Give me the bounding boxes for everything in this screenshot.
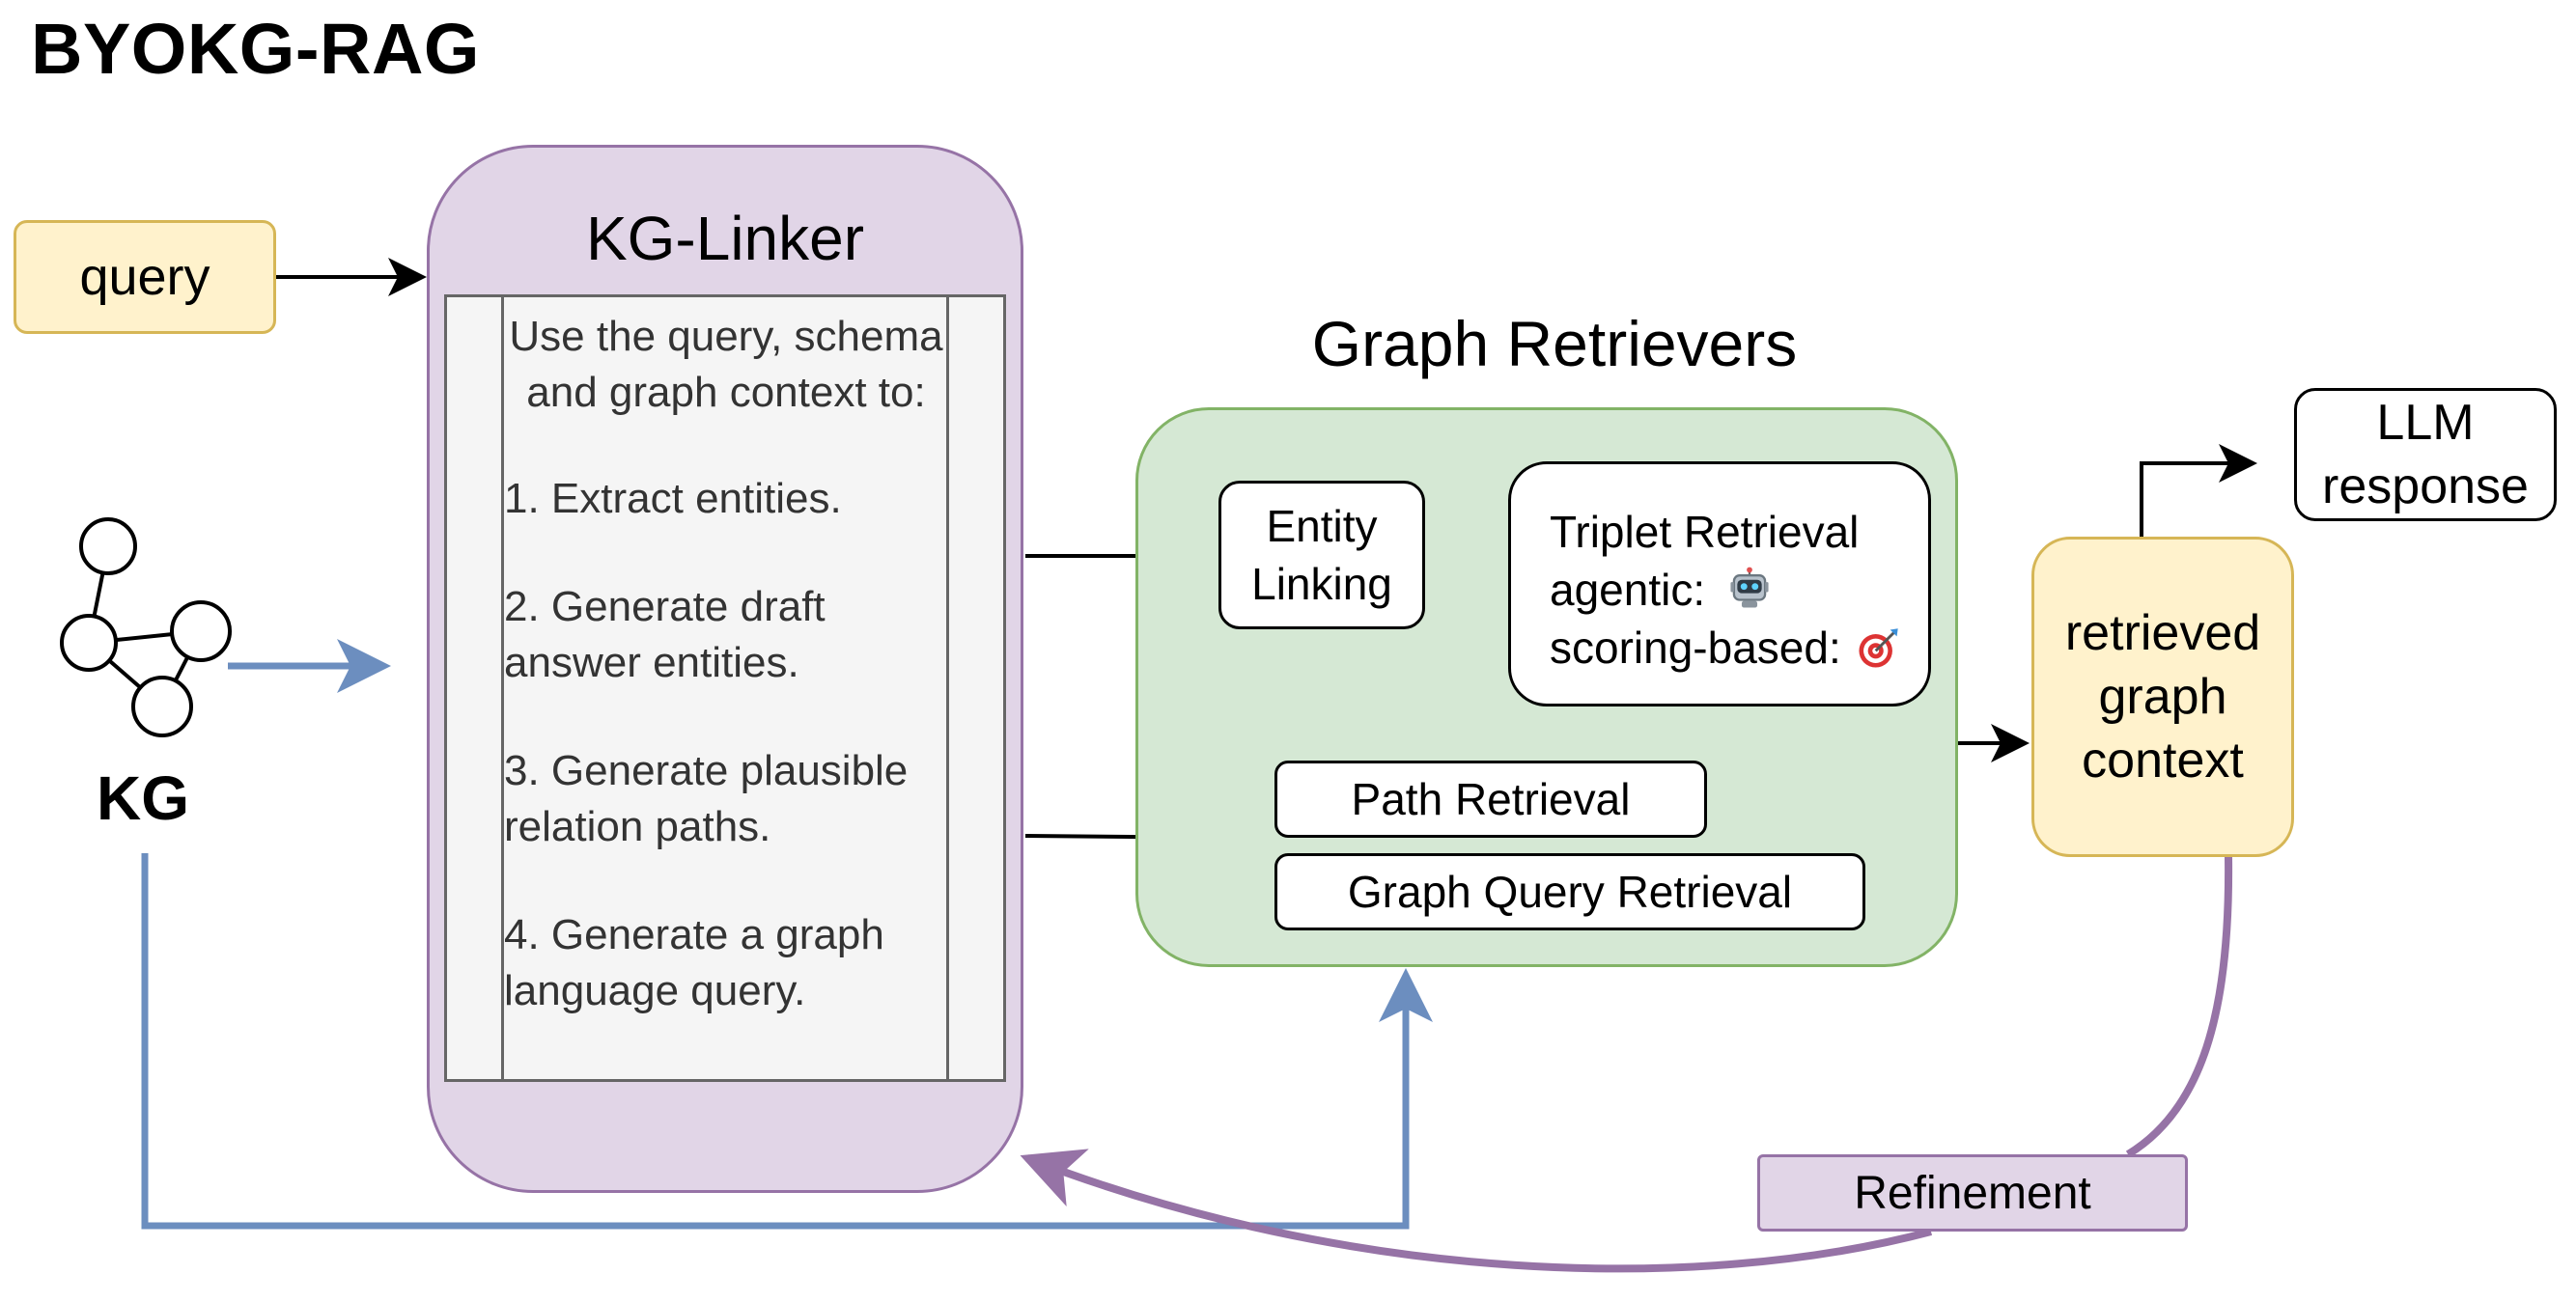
kg-linker-instructions-panel — [444, 294, 1006, 1082]
target-icon — [1858, 628, 1898, 668]
scoring-label: scoring-based: — [1550, 623, 1841, 673]
path-retrieval-label: Path Retrieval — [1351, 774, 1631, 824]
entity-linking-label: Entity Linking — [1251, 501, 1392, 609]
refinement-box: Refinement — [1757, 1154, 2188, 1232]
triplet-retrieval-title: Triplet Retrieval — [1550, 507, 1860, 557]
robot-icon — [1730, 567, 1769, 608]
agentic-label: agentic: — [1550, 565, 1706, 615]
retrieved-graph-context-label: retrieved graph context — [2064, 605, 2261, 789]
kg-linker-text: Use the query, schema and graph context … — [504, 309, 948, 1071]
context-to-llm-arrow — [2140, 444, 2257, 537]
context-to-refinement-connector — [2125, 856, 2233, 1158]
retrieved-graph-context-box: retrieved graph context — [2031, 537, 2294, 857]
agentic-row: agentic: — [1550, 561, 1928, 619]
kg-label: KG — [97, 763, 189, 833]
refinement-label: Refinement — [1854, 1167, 2091, 1219]
kg-linker-step: 2. Generate draft answer entities. — [504, 583, 826, 686]
kg-to-retrievers-arrow — [141, 853, 1433, 1230]
diagram-title: BYOKG-RAG — [31, 9, 480, 89]
refinement-to-linker-arrow — [1020, 1149, 1933, 1273]
graph-query-retrieval-label: Graph Query Retrieval — [1347, 867, 1793, 917]
llm-response-label: LLM response — [2322, 395, 2529, 514]
query-label: query — [79, 248, 210, 306]
panel-left-rail — [501, 297, 504, 1079]
path-retrieval-box: Path Retrieval — [1274, 761, 1707, 838]
llm-response-box: LLM response — [2294, 388, 2557, 521]
query-box: query — [14, 220, 276, 334]
graph-query-retrieval-box: Graph Query Retrieval — [1274, 853, 1865, 930]
entity-linking-box: Entity Linking — [1218, 481, 1425, 629]
graph-retrievers-title: Graph Retrievers — [1311, 308, 1798, 379]
kg-linker-intro: Use the query, schema and graph context … — [509, 313, 943, 416]
kg-linker-step: 3. Generate plausible relation paths. — [504, 747, 909, 850]
scoring-row: scoring-based: — [1550, 619, 1928, 677]
panel-right-rail — [946, 297, 949, 1079]
kg-linker-title: KG-Linker — [585, 204, 865, 273]
kg-linker-step: 4. Generate a graph language query. — [504, 911, 884, 1014]
graph-icon — [60, 517, 232, 737]
kg-linker-step: 1. Extract entities. — [504, 475, 842, 522]
triplet-retrieval-box: Triplet Retrieval agentic: scoring-based… — [1508, 461, 1931, 706]
